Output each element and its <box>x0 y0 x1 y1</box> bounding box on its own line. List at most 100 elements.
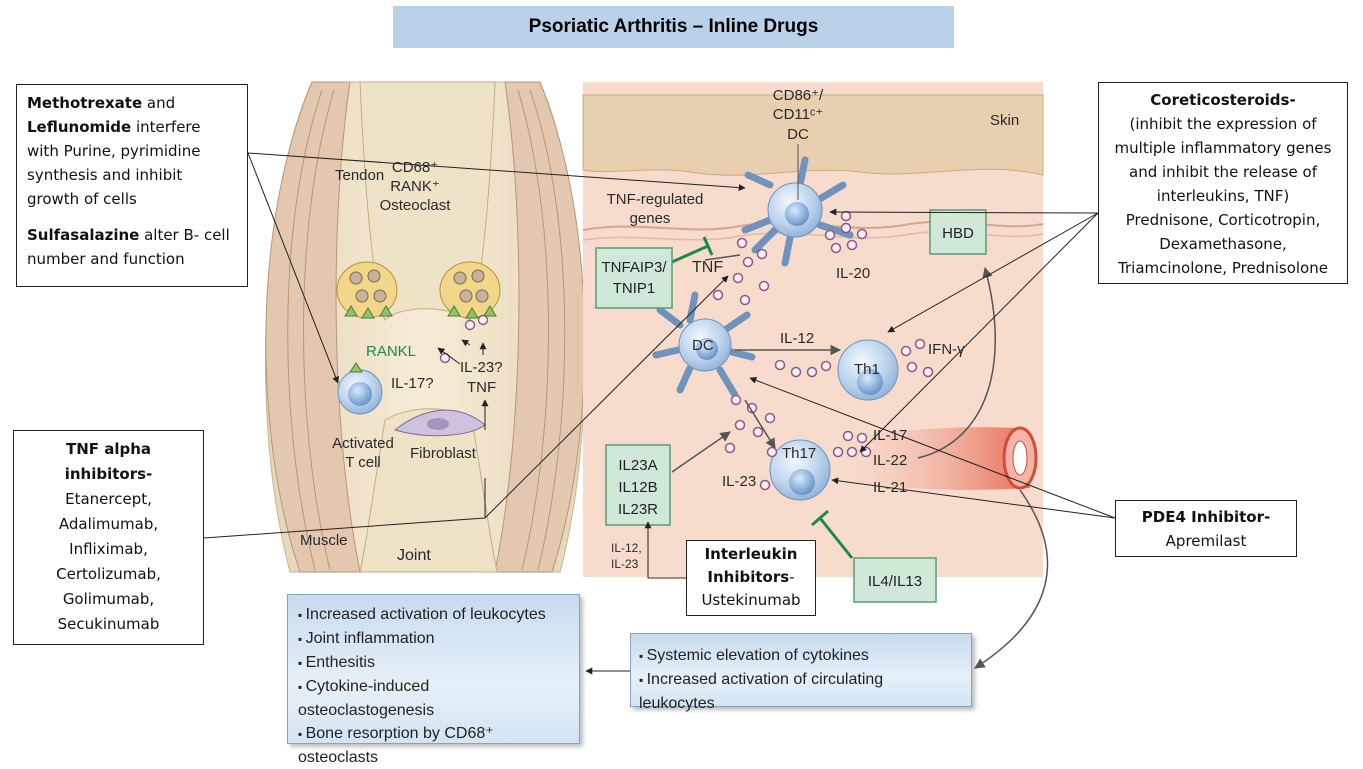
title-text: Psoriatic Arthritis – Inline Drugs <box>528 16 819 37</box>
dendritic-cell <box>652 291 756 399</box>
leflunomide-name: Leflunomide <box>27 118 132 136</box>
epidermis-band <box>582 94 1044 176</box>
systemic-effects-box: Systemic elevation of cytokines Increase… <box>630 633 972 712</box>
effect-bone-resorption: Bone resorption by CD68⁺ osteoclasts <box>298 722 569 769</box>
dendritic-cell-skin <box>741 156 854 267</box>
effect-systemic-cytokines: Systemic elevation of cytokines <box>639 644 963 668</box>
cytokine-dots <box>712 210 934 491</box>
corticosteroids-drugs-2: Dexamethasone, <box>1159 235 1287 253</box>
sulfasalazine-name: Sulfasalazine <box>27 226 140 244</box>
tnf-drug-certolizumab: Certolizumab, <box>56 565 161 583</box>
tnf-joint-label: TNF <box>467 379 496 396</box>
corticosteroids-text-2: (inhibit the expression of <box>1129 115 1317 133</box>
il23-ann-label: IL-23 <box>611 557 639 571</box>
effect-circulating-leukocytes: Increased activation of circulating leuk… <box>639 668 963 715</box>
tnf-drug-etanercept: Etanercept, <box>65 490 152 508</box>
blood-vessel <box>820 427 1030 490</box>
cd86-label: CD86⁺/ <box>773 87 824 104</box>
methotrexate-text-5: growth of cells <box>27 190 137 208</box>
sulfasalazine-text-2: number and function <box>27 250 185 268</box>
lower-bone <box>359 408 498 573</box>
il17-skin-label: IL-17 <box>873 427 907 444</box>
sulfasalazine-text-1: alter B- cell <box>139 226 230 244</box>
joint-label: Joint <box>397 547 431 564</box>
skin-label: Skin <box>990 112 1019 129</box>
tnf-drug-golimumab: Golimumab, <box>62 590 155 608</box>
effect-joint-inflammation: Joint inflammation <box>298 627 569 651</box>
corticosteroids-drugs-3: Triamcinolone, Prednisolone <box>1118 259 1328 277</box>
pde4-drug-apremilast: Apremilast <box>1165 532 1247 550</box>
corticosteroids-drugs-1: Prednisone, Corticotropin, <box>1125 211 1321 229</box>
methotrexate-text-1: and <box>142 94 176 112</box>
interleukin-heading-2: Inhibitors <box>707 568 790 586</box>
dc-skin-label: DC <box>787 126 809 143</box>
corticosteroids-text-4: and inhibit the release of <box>1129 163 1317 181</box>
methotrexate-text-4: synthesis and inhibit <box>27 166 183 184</box>
interleukin-heading-suffix: - <box>789 568 795 586</box>
tnf-heading-1: TNF alpha <box>65 440 152 458</box>
tnf-inhibitors-callout: TNF alpha inhibitors- Etanercept, Adalim… <box>13 430 204 645</box>
il23a-label: IL23A <box>618 457 657 474</box>
activated-label: Activated <box>332 435 394 452</box>
il12b-label: IL12B <box>618 479 657 496</box>
rankl-label: RANKL <box>366 343 416 360</box>
th17-label: Th17 <box>782 445 816 462</box>
osteoclast-marker-rank: RANK⁺ <box>390 178 440 195</box>
pde4-callout: PDE4 Inhibitor- Apremilast <box>1115 500 1297 557</box>
corticosteroids-callout: Coreticosteroids- (inhibit the expressio… <box>1098 82 1348 284</box>
methotrexate-callout: Methotrexate and Leflunomide interfere w… <box>16 84 248 287</box>
il12-ann-label: IL-12, <box>611 541 642 555</box>
tendon-label: Tendon <box>335 167 384 184</box>
il20-label: IL-20 <box>836 265 870 282</box>
cd11c-label: CD11ᶜ⁺ <box>773 106 823 123</box>
methotrexate-text-2: interfere <box>131 118 201 136</box>
tnf-drug-secukinumab: Secukinumab <box>57 615 160 633</box>
effect-leukocyte-activation: Increased activation of leukocytes <box>298 603 569 627</box>
il22-label: IL-22 <box>873 452 907 469</box>
genes-label: genes <box>630 210 671 227</box>
il23-skin-label: IL-23 <box>722 473 756 490</box>
tnf-regulated-label: TNF-regulated <box>607 191 704 208</box>
drug-connectors <box>203 152 1116 675</box>
methotrexate-name: Methotrexate <box>27 94 143 112</box>
osteoclast-label: Osteoclast <box>380 197 452 214</box>
t-cell-label: T cell <box>345 454 381 471</box>
dc-label: DC <box>692 337 714 354</box>
il23r-label: IL23R <box>618 501 658 518</box>
tnf-heading-2: inhibitors- <box>64 465 153 483</box>
il4-il13-box: IL4/IL13 <box>853 557 937 603</box>
hbd-box: HBD <box>929 209 987 255</box>
pde4-heading: PDE4 Inhibitor- <box>1141 508 1271 526</box>
corticosteroids-text-5: interleukins, TNF) <box>1156 187 1290 205</box>
tnf-drug-adalimumab: Adalimumab, <box>58 515 159 533</box>
tnfaip3-box: TNFAIP3/ TNIP1 <box>595 247 673 309</box>
il23-joint-label: IL-23? <box>460 359 503 376</box>
hbd-label: HBD <box>942 225 974 242</box>
il12-label: IL-12 <box>780 330 814 347</box>
ifn-gamma-label: IFN-γ <box>928 341 965 358</box>
th1-label: Th1 <box>854 361 880 378</box>
joint-effects-box: Increased activation of leukocytes Joint… <box>287 594 580 766</box>
muscle-label: Muscle <box>300 532 348 549</box>
interleukin-callout: Interleukin Inhibitors- Ustekinumab <box>686 540 816 616</box>
interleukin-heading-1: Interleukin <box>704 545 798 563</box>
interleukin-drug-ustekinumab: Ustekinumab <box>701 591 801 609</box>
effect-enthesitis: Enthesitis <box>298 651 569 675</box>
tnf-skin-label: TNF <box>692 259 723 276</box>
corticosteroids-heading: Coreticosteroids- <box>1150 91 1296 109</box>
il23a-box: IL23A IL12B IL23R <box>605 444 671 526</box>
corticosteroids-text-3: multiple inflammatory genes <box>1114 139 1332 157</box>
tnip1-label: TNIP1 <box>613 280 656 297</box>
fibroblast-label: Fibroblast <box>410 445 477 462</box>
il17-joint-label: IL-17? <box>391 375 434 392</box>
upper-bone <box>359 81 496 321</box>
skin-panel: TNFAIP3/ TNIP1 HBD IL23A IL12B IL23R IL4… <box>582 82 1049 669</box>
joint-panel: Tendon CD68⁺ RANK⁺ Osteoclast RANKL IL-1… <box>265 81 586 573</box>
effect-osteoclastogenesis: Cytokine-induced osteoclastogenesis <box>298 675 569 722</box>
osteoclast-marker-cd68: CD68⁺ <box>392 159 438 176</box>
methotrexate-text-3: with Purine, pyrimidine <box>27 142 201 160</box>
tnf-drug-infliximab: Infliximab, <box>69 540 148 558</box>
tnfaip3-label: TNFAIP3/ <box>601 259 667 276</box>
il4-il13-label: IL4/IL13 <box>868 573 922 590</box>
